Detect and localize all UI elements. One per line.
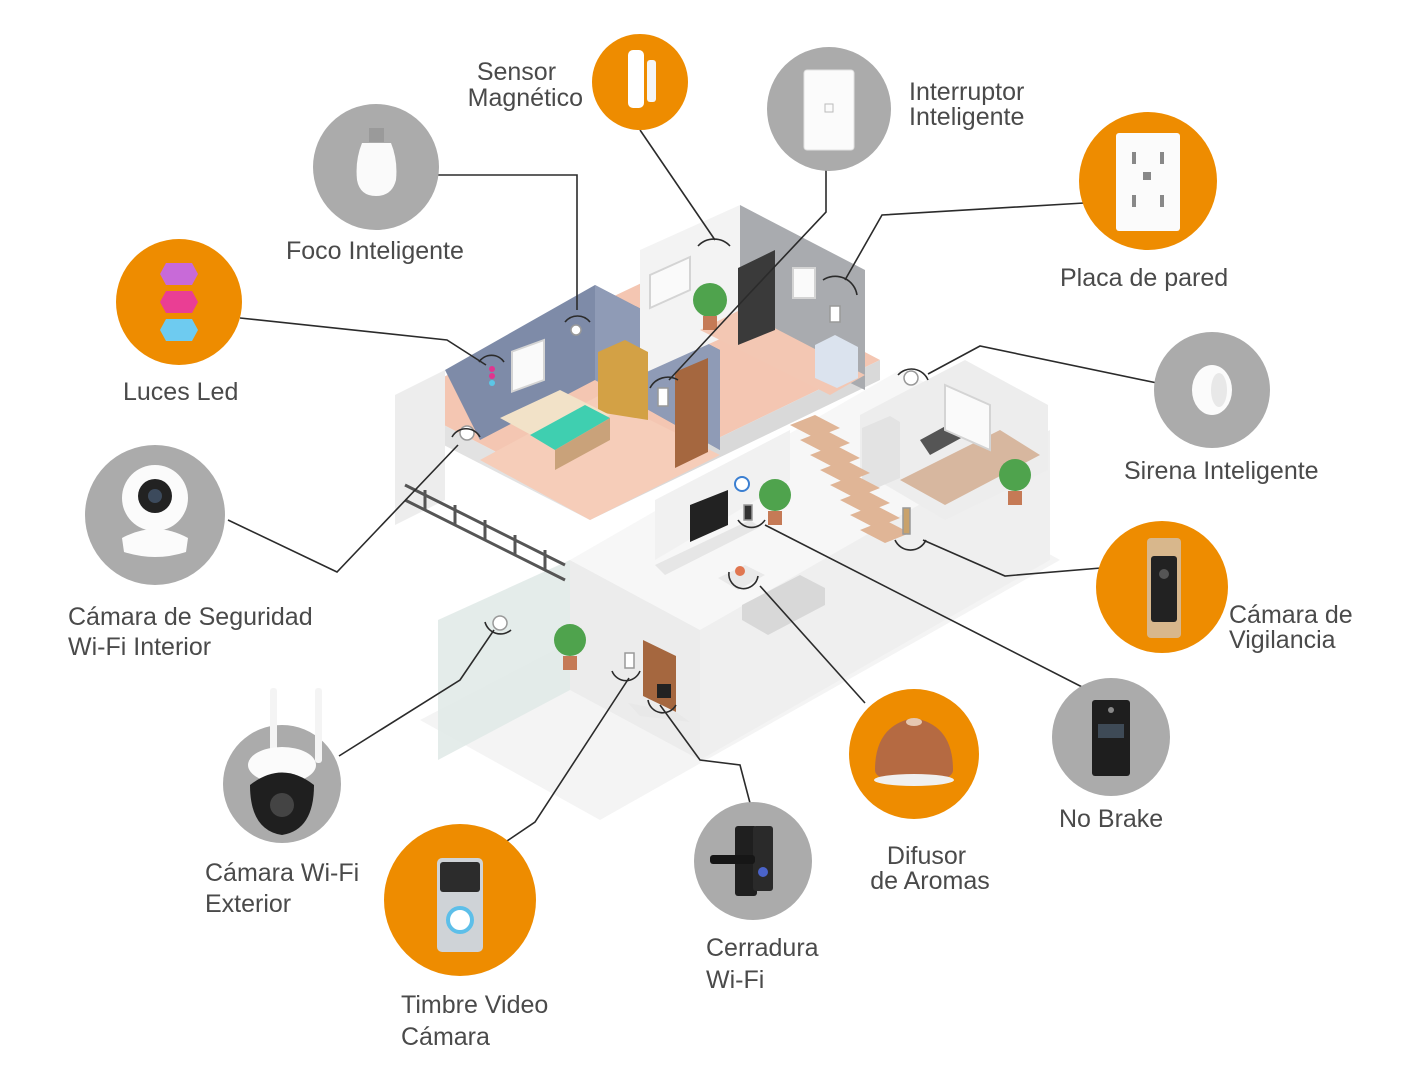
svg-text:Cerradura Wi-Fi: Cerradura Wi-Fi xyxy=(706,934,826,994)
svg-text:No Brake: No Brake xyxy=(1059,805,1163,833)
device-label-line: Luces Led xyxy=(123,378,238,406)
device-cerradura: Cerradura Wi-Fi xyxy=(694,802,826,994)
device-label-line: Foco Inteligente xyxy=(286,237,464,265)
device-label-line: Wi-Fi xyxy=(706,966,764,994)
siren-icon xyxy=(1192,365,1232,415)
svg-text:Difusor de Aromas: Difusor de Aromas xyxy=(870,842,990,895)
device-label-line: Sirena Inteligente xyxy=(1124,457,1319,485)
surveillance-camera-icon xyxy=(1147,538,1181,638)
device-label-line: Placa de pared xyxy=(1060,264,1228,292)
svg-text:Luces Led: Luces Led xyxy=(123,378,238,406)
door-sensor-icon xyxy=(628,50,656,108)
device-label-line: Cámara xyxy=(401,1023,490,1051)
device-label-line: Vigilancia xyxy=(1229,626,1336,654)
device-label-line: Exterior xyxy=(205,890,291,918)
light-bulb-icon xyxy=(356,128,397,196)
device-label-line: Cámara de xyxy=(1229,601,1353,629)
device-foco: Foco Inteligente xyxy=(286,104,464,265)
device-label-line: Magnético xyxy=(468,84,583,112)
wall-switch-icon xyxy=(803,69,855,151)
device-luces-led: Luces Led xyxy=(116,239,242,406)
device-label-line: Interruptor xyxy=(909,78,1024,106)
device-label-line: Cámara Wi-Fi xyxy=(205,859,359,887)
aroma-diffuser-icon xyxy=(874,718,954,786)
svg-text:Cámara Wi-Fi Exterior: Cámara Wi-Fi Exterior xyxy=(205,859,366,918)
device-placa: Placa de pared xyxy=(1060,112,1228,292)
connector-lines xyxy=(227,129,1158,842)
svg-text:Cámara de Vigilancia: Cámara de Vigilancia xyxy=(1229,601,1360,654)
svg-text:Timbre Video Cámara: Timbre Video Cámara xyxy=(401,991,555,1051)
device-label-line: Inteligente xyxy=(909,103,1024,131)
device-timbre: Timbre Video Cámara xyxy=(384,824,555,1051)
svg-text:Interruptor Inteligente: Interruptor Inteligente xyxy=(909,78,1031,131)
svg-text:Foco Inteligente: Foco Inteligente xyxy=(286,237,464,265)
device-label-line: Wi-Fi Interior xyxy=(68,633,211,661)
svg-text:Cámara de Seguridad Wi-F: Cámara de Seguridad Wi-Fi Interior xyxy=(68,603,320,661)
device-label-line: de Aromas xyxy=(870,867,990,895)
video-doorbell-icon xyxy=(437,858,483,952)
device-camara-vigilancia: Cámara de Vigilancia xyxy=(1096,521,1360,654)
house-illustration xyxy=(395,205,1060,820)
device-label-line: Difusor xyxy=(887,842,966,870)
svg-text:Sirena Inteligente: Sirena Inteligente xyxy=(1124,457,1319,485)
wall-outlet-icon xyxy=(1116,133,1180,231)
hexagon-lights-icon xyxy=(160,263,198,341)
device-no-brake: No Brake xyxy=(1052,678,1170,833)
outdoor-camera-icon xyxy=(248,688,322,835)
device-label-line: Sensor xyxy=(477,58,556,86)
device-sirena: Sirena Inteligente xyxy=(1124,332,1319,485)
ups-icon xyxy=(1092,700,1130,776)
indoor-camera-icon xyxy=(122,465,188,557)
device-difusor: Difusor de Aromas xyxy=(849,689,990,895)
device-camara-interior: Cámara de Seguridad Wi-Fi Interior xyxy=(68,445,320,661)
device-label-line: Cerradura xyxy=(706,934,819,962)
device-label-line: Timbre Video xyxy=(401,991,548,1019)
device-label-line: Cámara de Seguridad xyxy=(68,603,313,631)
svg-text:Sensor Magnético: Sensor Magnético xyxy=(468,58,583,112)
device-camara-exterior: Cámara Wi-Fi Exterior xyxy=(205,688,366,918)
svg-text:Placa de pared: Placa de pared xyxy=(1060,264,1228,292)
device-label-line: No Brake xyxy=(1059,805,1163,833)
smart-lock-icon xyxy=(710,826,773,896)
device-sensor-magnetico: Sensor Magnético xyxy=(468,34,688,130)
device-interruptor: Interruptor Inteligente xyxy=(767,47,1031,171)
